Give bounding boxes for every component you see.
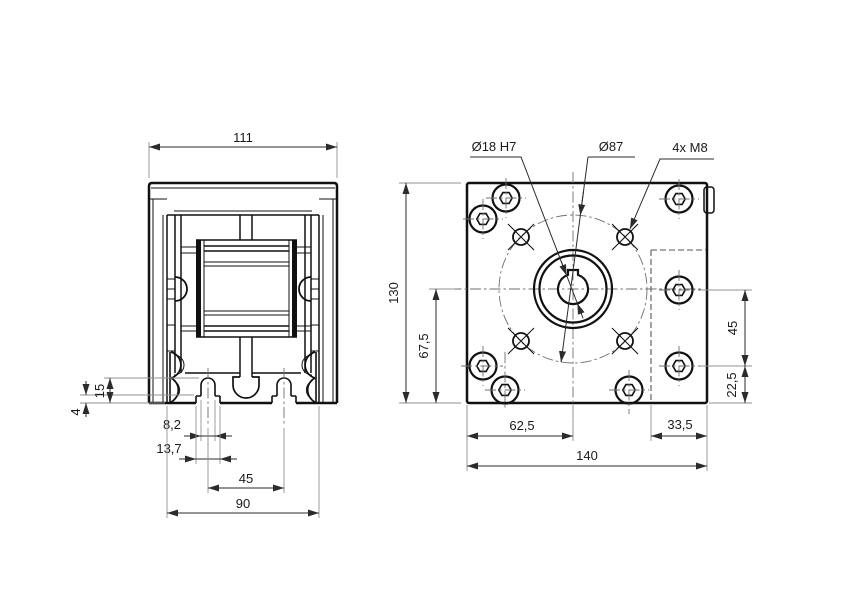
- liner-walls: [174, 215, 312, 373]
- dim-label-33-5: 33,5: [667, 417, 692, 432]
- m8-hole: [507, 327, 535, 355]
- cb-hole: [485, 352, 525, 410]
- dim-plate-width-140: 140: [466, 405, 708, 471]
- dim-base-width-90: 90: [166, 406, 320, 518]
- dim-overall-width: 111: [148, 130, 338, 178]
- hidden-pocket-outline: [650, 249, 706, 402]
- side-plates: [149, 198, 337, 403]
- bracket-lower-left: [166, 324, 176, 352]
- dim-label-67-5: 67,5: [416, 333, 431, 358]
- leader-bore: Ø18 H7: [470, 139, 585, 319]
- bearing-crescents-right: [301, 351, 317, 403]
- t-slot-left: [195, 368, 221, 424]
- bolt-circle: [498, 214, 648, 364]
- dim-hole-spacing-45: 45: [700, 289, 752, 367]
- dim-label-15: 15: [92, 384, 107, 398]
- side-lug: [703, 186, 715, 214]
- dim-label-111: 111: [233, 130, 253, 145]
- dim-slot-chamber-13-7: 13,7: [156, 406, 237, 464]
- cb-hole: [659, 270, 700, 310]
- pilot-circle-inner: [538, 254, 608, 324]
- t-slot-right: [271, 368, 297, 424]
- counterbore-holes: [461, 178, 700, 414]
- cb-hole: [461, 346, 503, 386]
- dim-plate-height-130: 130: [386, 182, 461, 404]
- bearing-clip-mid-right: [298, 276, 320, 302]
- dim-label-140: 140: [576, 448, 598, 463]
- label-bore: Ø18 H7: [472, 139, 517, 154]
- housing-outer-contour: [147, 181, 339, 403]
- dim-label-45-holes: 45: [725, 321, 740, 335]
- dim-label-22-5: 22,5: [724, 372, 739, 397]
- dim-slot-spacing-45: 45: [207, 428, 285, 493]
- bearing-crescents-left: [169, 351, 185, 403]
- main-centerlines: [431, 172, 704, 440]
- pilot-circle-outer: [532, 248, 614, 330]
- bracket-lower-right: [310, 324, 320, 352]
- dim-label-4: 4: [68, 408, 83, 415]
- cb-hole: [659, 179, 699, 219]
- label-bolt-circle: Ø87: [599, 139, 624, 154]
- dim-label-62-5: 62,5: [509, 418, 534, 433]
- side-view: 111 15 4 8,2 13,7 45: [68, 130, 339, 518]
- cb-hole: [486, 178, 526, 218]
- dim-slot-lip-4: 4: [68, 381, 90, 417]
- cb-hole: [659, 346, 700, 386]
- mounting-plate-outline: [465, 181, 709, 405]
- bearing-clip-mid-left: [166, 276, 188, 302]
- m8-hole: [611, 223, 639, 251]
- dim-slot-height-15: 15: [80, 377, 199, 404]
- shaft-foot: [232, 376, 260, 399]
- leader-tapped-holes: 4x M8: [629, 140, 714, 230]
- leader-bolt-circle: Ø87: [559, 139, 635, 363]
- dim-label-90: 90: [236, 496, 250, 511]
- dim-hole-offset-22-5: 22,5: [709, 366, 752, 404]
- dim-slot-neck-8-2: 8,2: [163, 400, 232, 441]
- cb-hole: [463, 199, 503, 239]
- cb-hole: [609, 370, 649, 414]
- dim-label-8-2: 8,2: [163, 417, 181, 432]
- m8-hole: [507, 223, 535, 251]
- shaft: [239, 215, 253, 377]
- dim-label-13-7: 13,7: [156, 441, 181, 456]
- drum: [181, 239, 311, 338]
- tapped-holes-m8: [507, 223, 639, 355]
- dim-center-height-67-5: 67,5: [416, 288, 455, 403]
- dim-center-offset-62-5: 62,5: [466, 405, 574, 441]
- dim-label-130: 130: [386, 282, 401, 304]
- label-tapped: 4x M8: [672, 140, 707, 155]
- front-view: Ø18 H7 Ø87 4x M8 130 67,5 62,5: [386, 139, 752, 471]
- m8-hole: [611, 327, 639, 355]
- dim-pocket-33-5: 33,5: [650, 405, 707, 441]
- top-bar: [151, 187, 335, 216]
- dim-label-45-slots: 45: [239, 471, 253, 486]
